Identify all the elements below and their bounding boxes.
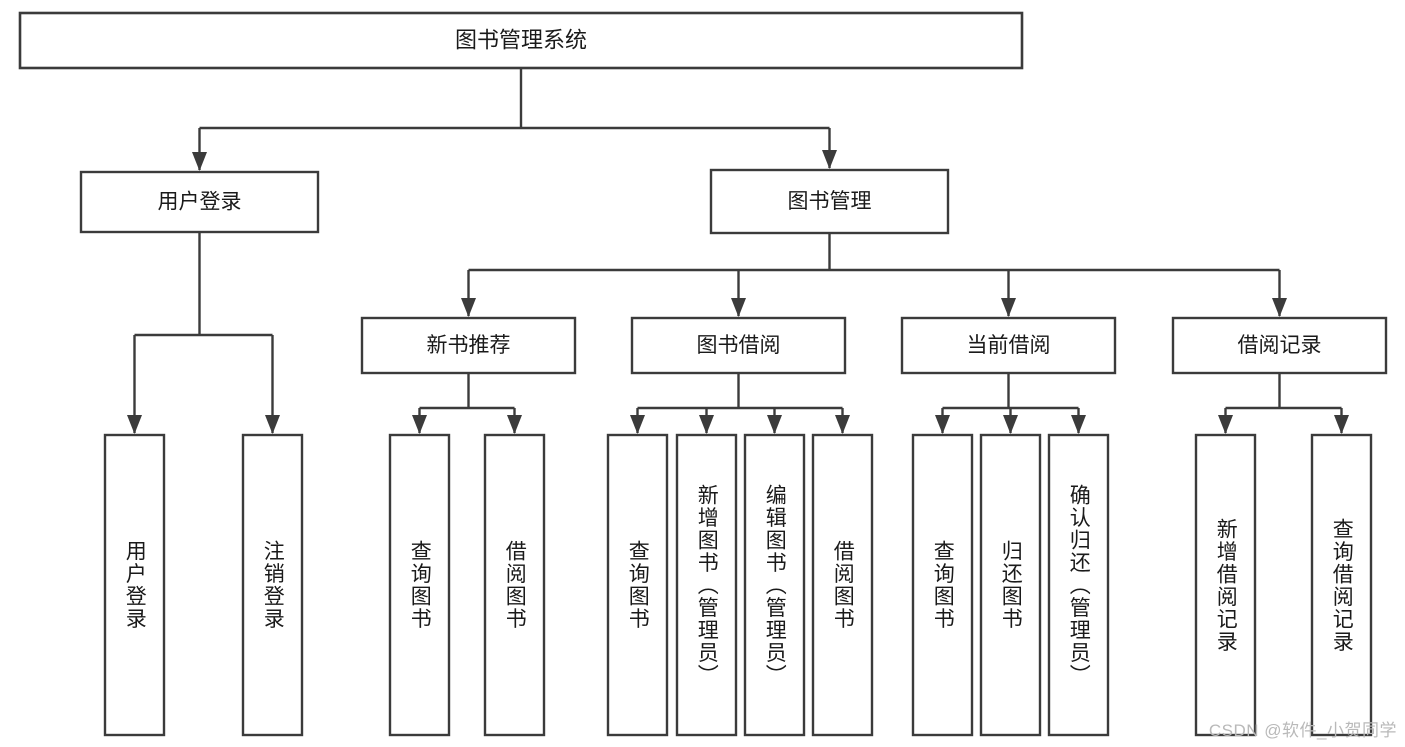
arrow-head-icon bbox=[822, 150, 837, 169]
arrow-head-icon bbox=[1334, 415, 1349, 434]
node-box-user-login[interactable] bbox=[79, 170, 320, 234]
node-box-new-book-recommend[interactable] bbox=[360, 316, 577, 375]
node-box-leaf-add-borrow-record[interactable] bbox=[1194, 433, 1257, 737]
node-box-leaf-user-login[interactable] bbox=[103, 433, 166, 737]
node-box-leaf-add-book-admin[interactable] bbox=[675, 433, 738, 737]
arrow-head-icon bbox=[630, 415, 645, 434]
arrow-head-icon bbox=[1272, 298, 1287, 317]
arrow-head-icon bbox=[1218, 415, 1233, 434]
node-label-new-book-recommend: 新书推荐 bbox=[427, 334, 511, 357]
node-box-leaf-return-book[interactable] bbox=[979, 433, 1042, 737]
node-label-book-borrow: 图书借阅 bbox=[697, 334, 781, 357]
node-label-current-borrow: 当前借阅 bbox=[967, 334, 1051, 357]
node-box-leaf-query-book-borrow[interactable] bbox=[606, 433, 669, 737]
arrow-head-icon bbox=[731, 298, 746, 317]
node-box-root[interactable] bbox=[18, 11, 1024, 70]
arrow-head-icon bbox=[699, 415, 714, 434]
csdn-watermark: CSDN @软件_小贺同学 bbox=[1208, 721, 1397, 740]
node-box-leaf-query-book-current[interactable] bbox=[911, 433, 974, 737]
node-box-book-borrow[interactable] bbox=[630, 316, 847, 375]
arrow-head-icon bbox=[935, 415, 950, 434]
arrow-head-icon bbox=[265, 415, 280, 434]
arrow-head-icon bbox=[1071, 415, 1086, 434]
arrow-head-icon bbox=[461, 298, 476, 317]
node-box-leaf-query-borrow-record[interactable] bbox=[1310, 433, 1373, 737]
node-label-user-login: 用户登录 bbox=[158, 191, 242, 214]
arrow-head-icon bbox=[835, 415, 850, 434]
arrow-head-icon bbox=[192, 152, 207, 171]
arrow-head-icon bbox=[507, 415, 522, 434]
node-label-book-management: 图书管理 bbox=[788, 190, 872, 213]
connector-layer bbox=[127, 68, 1349, 434]
node-box-leaf-edit-book-admin[interactable] bbox=[743, 433, 806, 737]
arrow-head-icon bbox=[1001, 298, 1016, 317]
arrow-head-icon bbox=[1003, 415, 1018, 434]
node-box-leaf-confirm-return-admin[interactable] bbox=[1047, 433, 1110, 737]
node-label-borrow-record: 借阅记录 bbox=[1238, 334, 1322, 357]
arrow-head-icon bbox=[767, 415, 782, 434]
node-box-leaf-borrow-book-recommend[interactable] bbox=[483, 433, 546, 737]
node-box-layer bbox=[18, 11, 1388, 737]
arrow-head-icon bbox=[412, 415, 427, 434]
node-box-current-borrow[interactable] bbox=[900, 316, 1117, 375]
node-box-book-management[interactable] bbox=[709, 168, 950, 235]
node-label-root: 图书管理系统 bbox=[455, 27, 587, 52]
node-box-leaf-query-book-recommend[interactable] bbox=[388, 433, 451, 737]
arrow-head-icon bbox=[127, 415, 142, 434]
node-box-leaf-borrow-book[interactable] bbox=[811, 433, 874, 737]
node-box-leaf-user-logout[interactable] bbox=[241, 433, 304, 737]
node-box-borrow-record[interactable] bbox=[1171, 316, 1388, 375]
